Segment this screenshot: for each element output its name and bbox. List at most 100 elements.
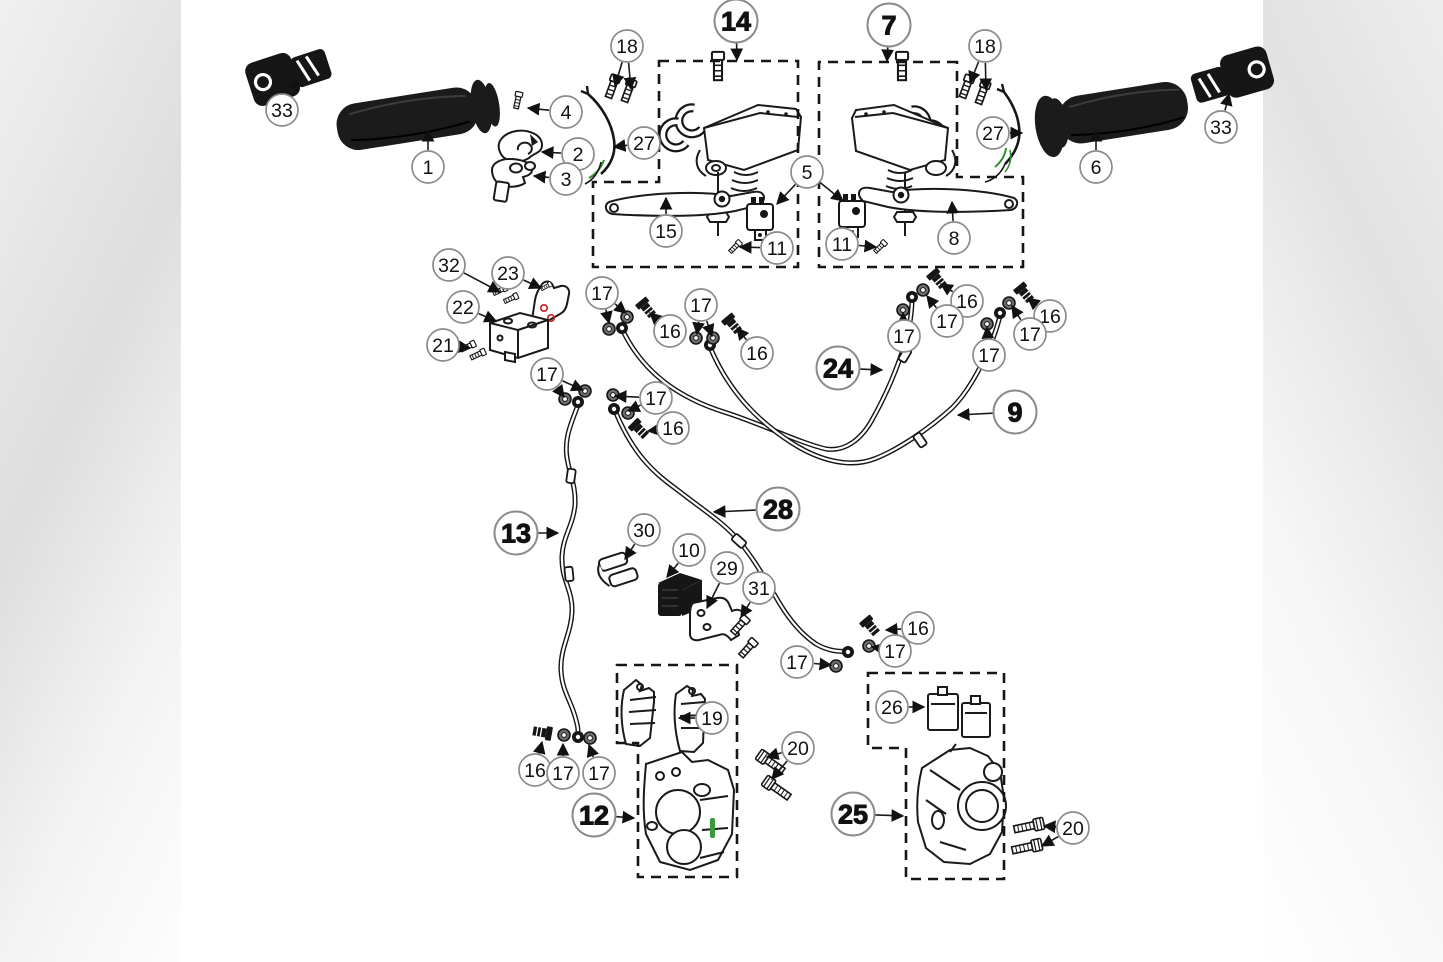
leader-arrow: [939, 283, 955, 296]
callout-number: 3: [561, 169, 572, 191]
callout-number: 17: [893, 326, 915, 348]
leader-arrow: [540, 146, 562, 160]
callout-16: 16: [736, 327, 774, 370]
leader-arrow: [532, 740, 546, 755]
callout-circle: [549, 95, 583, 129]
callout-number: 1: [423, 157, 434, 179]
callout-number: 13: [501, 519, 531, 549]
leader-arrow: [692, 321, 705, 336]
callout-16: 16: [518, 740, 552, 787]
leader-arrow: [712, 505, 756, 518]
callout-circle: [432, 248, 466, 282]
callout-28: 28: [712, 486, 801, 532]
callout-number: 2: [573, 144, 584, 166]
callout-number: 8: [949, 228, 960, 250]
callout-18: 18: [610, 29, 644, 91]
callout-circle: [1079, 150, 1113, 184]
callout-circle: [627, 513, 661, 547]
callout-5: 5: [776, 155, 844, 205]
callout-circle: [755, 486, 801, 532]
leader-arrow: [612, 139, 628, 152]
callout-9: 9: [956, 389, 1038, 435]
callout-number: 16: [662, 418, 684, 440]
junction-mount-screws: [458, 339, 488, 362]
callout-number: 30: [633, 520, 655, 542]
callout-17: 17: [530, 357, 585, 399]
brake-hose-13: [558, 396, 584, 743]
rear-brake-caliper: [916, 743, 1007, 866]
leader-arrow: [776, 183, 796, 205]
callout-circle: [585, 276, 619, 310]
leader-arrow: [702, 320, 715, 338]
callout-circle: [790, 155, 824, 189]
callout-number: 17: [1019, 324, 1041, 346]
callout-number: 16: [956, 291, 978, 313]
throttle-housing-lower: [490, 157, 536, 203]
callout-circle: [656, 411, 690, 445]
left-hand-grip: [1034, 82, 1188, 158]
callout-11: 11: [825, 227, 878, 261]
throttle-grip: [336, 79, 500, 151]
callout-circle: [1204, 110, 1238, 144]
callout-circle: [950, 284, 984, 318]
callout-number: 27: [982, 123, 1004, 145]
callout-19: 19: [677, 701, 729, 735]
callout-circle: [491, 256, 525, 290]
leader-arrow: [666, 562, 680, 578]
callout-26: 26: [875, 690, 926, 724]
left-master-cylinder-assembly-box: [591, 59, 800, 269]
leader-arrow: [736, 327, 750, 341]
callout-33: 33: [1204, 92, 1238, 144]
callout-circle: [760, 231, 794, 265]
callout-circle: [742, 571, 776, 605]
callout-15: 15: [649, 196, 683, 248]
callout-circle: [815, 345, 861, 391]
callout-circle: [825, 227, 859, 261]
callout-number: 17: [552, 763, 574, 785]
callout-number: 23: [497, 263, 519, 285]
callout-16: 16: [884, 611, 935, 645]
callout-3: 3: [532, 162, 583, 196]
callout-4: 4: [526, 95, 583, 129]
callout-circle: [571, 792, 617, 838]
leader-arrow: [956, 408, 993, 421]
leader-arrow: [646, 423, 661, 436]
master-cylinder-left: [658, 50, 803, 236]
callout-number: 18: [974, 36, 996, 58]
callout-number: 11: [767, 238, 787, 260]
brake-hose-9: [704, 307, 1006, 466]
callout-number: 33: [1210, 117, 1232, 139]
callout-20: 20: [1040, 811, 1090, 847]
leader-arrow: [562, 379, 585, 392]
callout-21: 21: [426, 328, 472, 362]
callout-22: 22: [446, 290, 498, 324]
callout-circle: [446, 290, 480, 324]
callout-27: 27: [612, 126, 661, 160]
callout-16: 16: [939, 283, 984, 318]
callout-24: 24: [815, 345, 884, 391]
leader-arrow: [616, 810, 636, 824]
leader-arrow: [1027, 297, 1041, 311]
callout-number: 31: [748, 578, 770, 600]
callout-circle: [875, 690, 909, 724]
callout-number: 19: [701, 708, 723, 730]
callout-7: 7: [866, 2, 912, 63]
callout-number: 25: [838, 800, 868, 830]
callout-number: 5: [802, 162, 813, 184]
hose-junction-block: [489, 311, 549, 364]
callout-circle: [546, 756, 580, 790]
leader-arrow: [819, 182, 844, 202]
callout-number: 24: [823, 354, 853, 384]
callout-8: 8: [937, 200, 971, 255]
callout-31: 31: [740, 571, 776, 619]
callout-circle: [830, 791, 876, 837]
callout-circle: [672, 533, 706, 567]
callout-11: 11: [738, 231, 794, 265]
leader-arrow: [858, 239, 878, 253]
callout-number: 12: [579, 801, 609, 831]
leader-arrow: [1011, 304, 1024, 321]
callout-circle: [713, 0, 759, 44]
callout-12: 12: [571, 792, 636, 838]
leader-arrow: [860, 363, 884, 376]
